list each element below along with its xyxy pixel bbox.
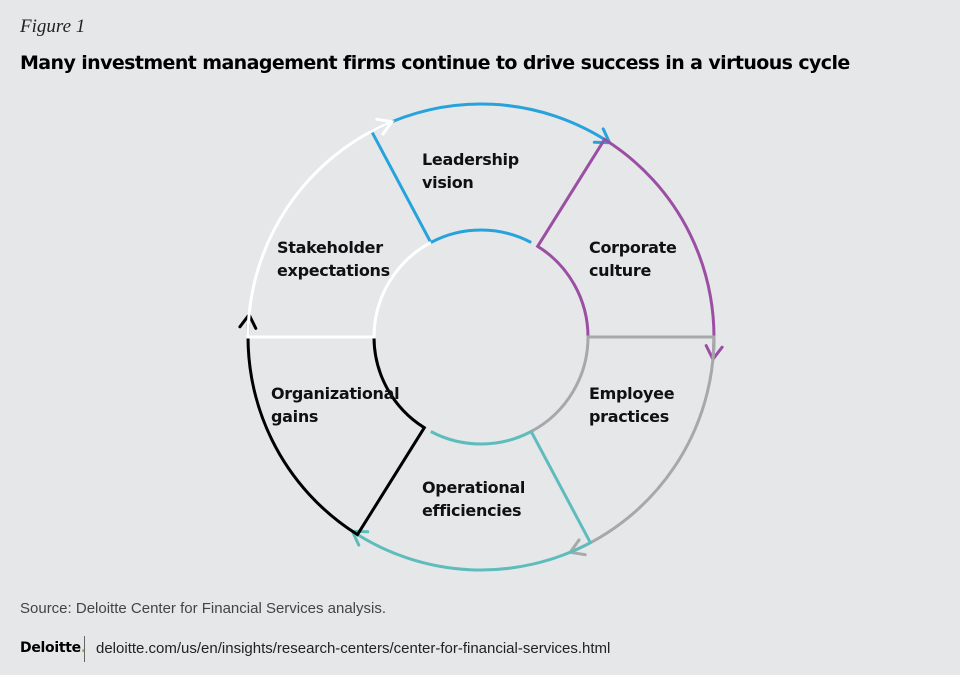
cycle-segment-outline xyxy=(246,120,432,339)
stage-label-stakeholder-expectations: Stakeholder expectations xyxy=(277,238,390,280)
figure-label: Figure 1 xyxy=(20,16,86,37)
arrowhead-icon xyxy=(375,117,395,136)
virtuous-cycle-diagram xyxy=(238,102,724,572)
stage-label-organizational-gains: Organizational gains xyxy=(271,384,400,426)
deloitte-logo: Deloitte. xyxy=(20,640,86,656)
cycle-segment-employee-practices xyxy=(530,335,716,557)
footer-url[interactable]: deloitte.com/us/en/insights/research-cen… xyxy=(96,640,611,657)
cycle-segment-stakeholder-expectations xyxy=(246,117,432,339)
cycle-segment-outline xyxy=(535,137,716,360)
stage-label-operational-efficiencies: Operational efficiencies xyxy=(422,478,526,520)
stage-label-corporate-culture: Corporate culture xyxy=(589,238,677,280)
stage-label-leadership-vision: Leadership vision xyxy=(422,150,519,192)
cycle-segment-outline xyxy=(530,335,716,554)
stage-label-employee-practices: Employee practices xyxy=(589,384,675,426)
cycle-segment-outline xyxy=(246,314,427,537)
figure-title: Many investment management firms continu… xyxy=(20,52,850,74)
source-note: Source: Deloitte Center for Financial Se… xyxy=(20,600,386,617)
footer-divider xyxy=(84,636,85,662)
cycle-segment-outline xyxy=(351,429,593,572)
